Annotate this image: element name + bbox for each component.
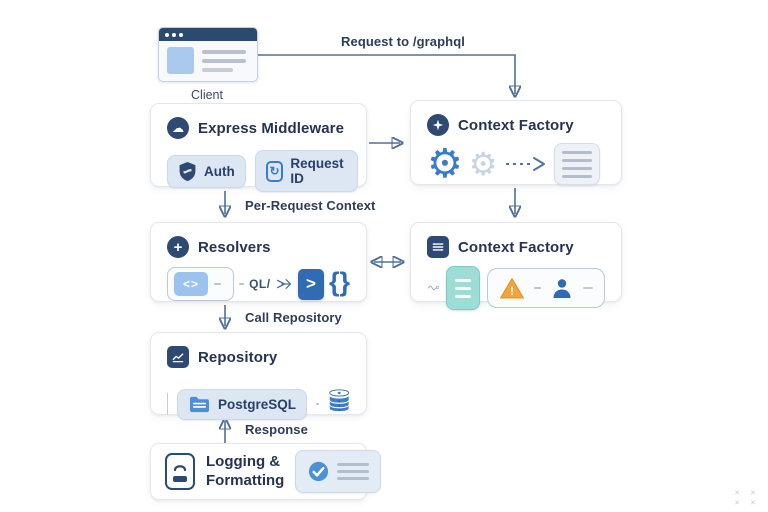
context-factory-side-node: Context Factory ! xyxy=(410,222,622,310)
edge-request-line xyxy=(258,54,515,94)
window-dot-icon xyxy=(179,32,183,37)
inline-code-text: QL/ xyxy=(249,277,271,291)
express-middleware-title: Express Middleware xyxy=(198,119,345,137)
postgresql-label: PostgreSQL xyxy=(217,396,296,412)
star-icon xyxy=(432,119,444,131)
auth-chip-label: Auth xyxy=(204,163,235,179)
exec-icon: > xyxy=(297,268,324,300)
decor-dash xyxy=(239,283,245,285)
repository-title: Repository xyxy=(198,348,278,366)
warning-glyph: ! xyxy=(510,284,514,298)
express-middleware-node: ☁ Express Middleware Auth ↻ Request ID xyxy=(150,103,367,192)
text-line xyxy=(202,50,246,54)
cloud-glyph: ☁ xyxy=(172,121,184,135)
edge-label-response: Response xyxy=(245,422,308,437)
refresh-glyph: ↻ xyxy=(269,164,280,178)
client-label: Client xyxy=(191,88,223,102)
logging-icon xyxy=(165,453,195,490)
decor-dash xyxy=(534,287,541,289)
log-output-chip xyxy=(295,450,382,493)
context-factory-top-title: Context Factory xyxy=(458,116,574,134)
context-factory-side-title: Context Factory xyxy=(458,238,574,256)
gear-solid-icon: ⚙ xyxy=(427,142,463,186)
express-icon: ☁ xyxy=(167,117,189,139)
decor-bar xyxy=(167,393,168,415)
context-factory-top-node: Context Factory ⚙ ⚙ xyxy=(410,100,622,185)
warning-icon: ! xyxy=(499,277,525,300)
context-items-pill: ! xyxy=(487,268,605,308)
window-dot-icon xyxy=(165,32,169,37)
browser-content xyxy=(159,41,257,81)
code-icon: <> xyxy=(174,272,208,296)
code-module-chip: <> xyxy=(167,267,234,301)
text-line xyxy=(202,59,246,63)
browser-window-icon xyxy=(158,27,258,82)
watermark: ✕ ✕ ✕ ✕ xyxy=(734,490,760,507)
folder-icon xyxy=(189,396,209,412)
page-thumbnail xyxy=(167,47,194,74)
postgresql-chip: PostgreSQL xyxy=(176,388,307,420)
request-id-icon: ↻ xyxy=(265,160,284,182)
request-id-chip: ↻ Request ID xyxy=(254,150,359,192)
gear-light-icon: ⚙ xyxy=(468,146,498,182)
logging-formatting-title: Logging & Formatting xyxy=(206,452,285,489)
resolvers-title: Resolvers xyxy=(198,238,271,256)
log-lines-icon xyxy=(337,463,370,480)
repository-node: Repository PostgreSQL xyxy=(150,332,367,420)
request-id-chip-label: Request ID xyxy=(290,156,344,186)
shield-icon xyxy=(179,161,196,181)
braces-icon: {} xyxy=(328,267,350,297)
chart-check-icon xyxy=(172,353,184,363)
client-node: Client xyxy=(158,27,258,102)
teal-document-icon xyxy=(446,266,480,310)
database-icon xyxy=(328,389,349,412)
window-dot-icon xyxy=(172,32,176,37)
repository-icon xyxy=(167,346,189,368)
logging-formatting-node: Logging & Formatting xyxy=(150,443,382,500)
user-icon xyxy=(553,279,571,298)
arrow-icon xyxy=(276,279,291,289)
resolvers-icon: + xyxy=(167,236,189,258)
context-factory-icon xyxy=(427,114,449,136)
edge-label-request: Request to /graphql xyxy=(341,34,465,49)
check-circle-icon xyxy=(309,461,329,482)
edge-label-call-repository: Call Repository xyxy=(245,310,342,325)
server-lines-icon xyxy=(432,243,444,251)
decor-dash xyxy=(315,403,319,405)
document-icon xyxy=(553,143,600,185)
dashed-arrow-icon xyxy=(505,157,545,171)
decor-dash xyxy=(214,283,221,285)
browser-titlebar xyxy=(159,28,257,41)
key-icon xyxy=(428,285,439,291)
decor-dash xyxy=(583,287,593,289)
plus-glyph: + xyxy=(173,238,183,256)
edge-label-per-request-context: Per-Request Context xyxy=(245,198,376,213)
text-line xyxy=(202,68,233,72)
resolvers-node: + Resolvers <> QL/ > {} xyxy=(150,222,367,302)
auth-chip: Auth xyxy=(167,154,246,188)
context-factory-side-icon xyxy=(427,236,449,258)
